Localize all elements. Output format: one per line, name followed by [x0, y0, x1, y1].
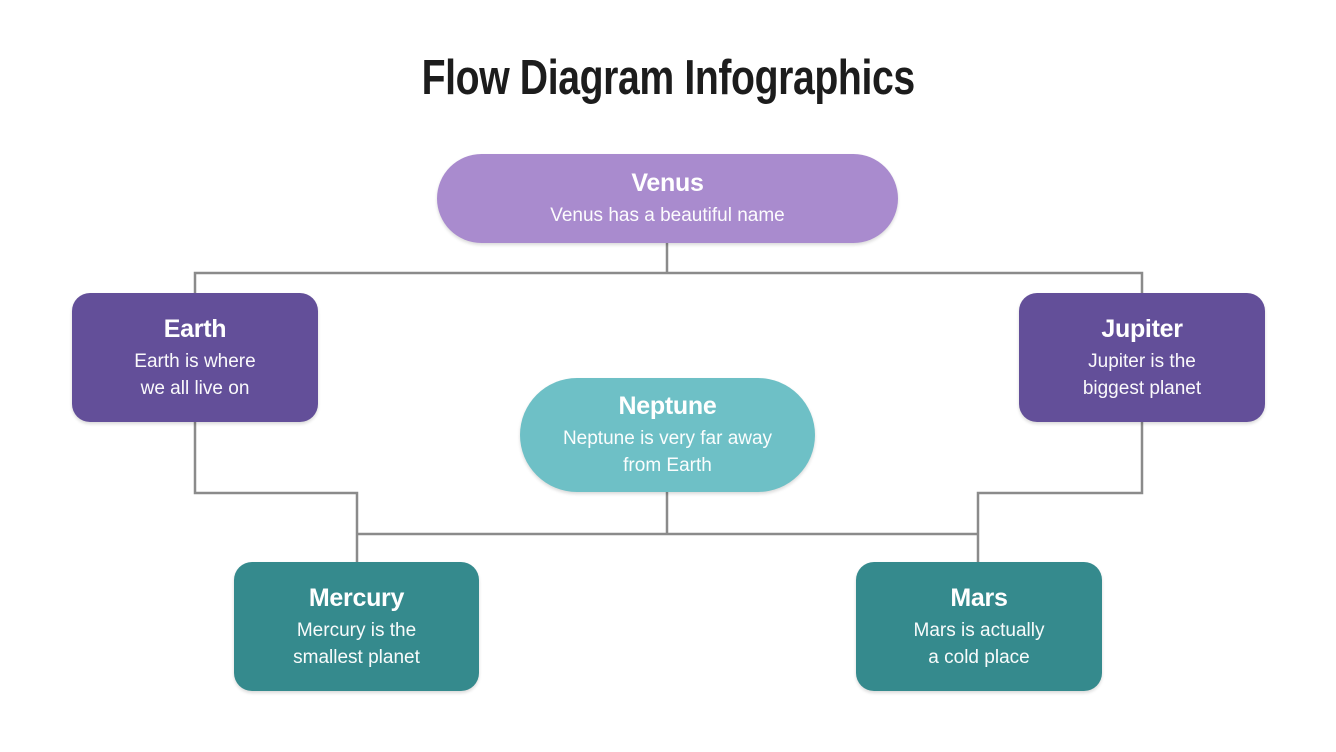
- page-title: Flow Diagram Infographics: [0, 50, 1336, 106]
- node-neptune-desc-line2: from Earth: [623, 455, 712, 476]
- node-venus: Venus Venus has a beautiful name: [437, 154, 898, 243]
- node-mercury-title: Mercury: [308, 583, 405, 612]
- node-mars: Mars Mars is actually a cold place: [856, 562, 1102, 691]
- node-jupiter: Jupiter Jupiter is the biggest planet: [1019, 293, 1265, 422]
- node-earth-desc-line2: we all live on: [140, 377, 250, 399]
- node-mercury: Mercury Mercury is the smallest planet: [234, 562, 479, 691]
- node-earth: Earth Earth is where we all live on: [72, 293, 318, 422]
- node-mars-title: Mars: [950, 583, 1008, 612]
- page-title-text: Flow Diagram Infographics: [421, 51, 915, 105]
- node-neptune-title: Neptune: [618, 392, 717, 420]
- connector-top-rail: [193, 271, 1144, 294]
- node-neptune: Neptune Neptune is very far away from Ea…: [520, 378, 815, 492]
- node-jupiter-desc-line2: biggest planet: [1082, 377, 1202, 399]
- node-earth-title: Earth: [163, 314, 227, 343]
- node-jupiter-title: Jupiter: [1101, 314, 1183, 343]
- connector-jupiter-mars: [976, 421, 1144, 563]
- node-mercury-desc-line2: smallest planet: [293, 646, 420, 668]
- node-mars-desc-line2: a cold place: [928, 646, 1030, 668]
- connector-earth-mercury: [193, 421, 359, 563]
- node-mars-desc-line1: Mars is actually: [913, 619, 1045, 641]
- node-venus-desc-line1: Venus has a beautiful name: [550, 205, 785, 226]
- node-venus-title: Venus: [631, 169, 704, 197]
- node-earth-desc-line1: Earth is where: [134, 350, 256, 372]
- node-jupiter-desc-line1: Jupiter is the: [1088, 350, 1196, 372]
- node-mercury-desc-line1: Mercury is the: [296, 619, 417, 641]
- node-neptune-desc-line1: Neptune is very far away: [562, 428, 773, 449]
